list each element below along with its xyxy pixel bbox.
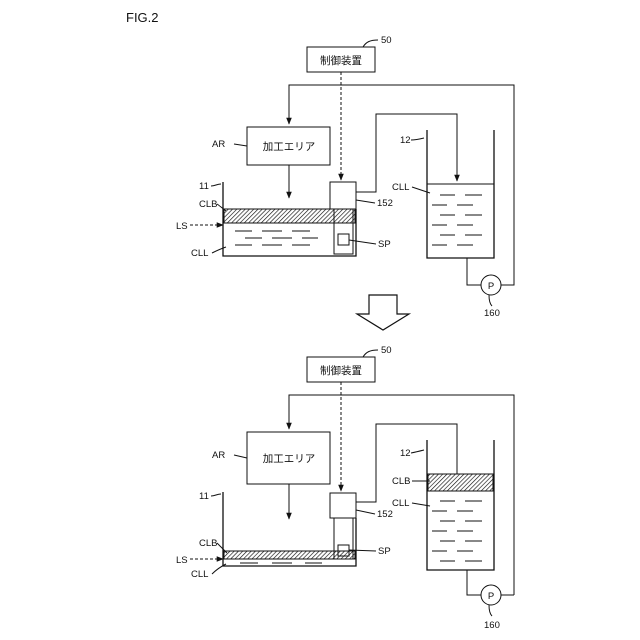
controller-label-2: 制御装置 <box>320 364 362 377</box>
sensor-ref-2: 152 <box>377 509 393 520</box>
ls-label: LS <box>176 221 188 232</box>
pump-leader-2 <box>489 605 492 616</box>
tank2-liquid <box>432 195 482 245</box>
tank2-clb-layer <box>428 474 493 491</box>
area-leader <box>234 144 247 146</box>
transition-arrow <box>357 295 409 330</box>
area-label-2: 加工エリア <box>263 453 316 465</box>
area-label: 加工エリア <box>263 141 316 153</box>
cll-leader <box>212 247 226 253</box>
tank2-cll-label-2: CLL <box>392 498 409 509</box>
pump-outlet <box>501 280 514 285</box>
tank2-clb-label: CLB <box>392 476 410 487</box>
tank2-liquid-2 <box>432 501 482 561</box>
control-line-2 <box>289 395 514 595</box>
tank1-ref-2: 11 <box>199 491 209 502</box>
tank2-ref-2: 12 <box>400 448 411 459</box>
clb-leader-2 <box>217 543 227 553</box>
sensor-leader <box>356 200 375 203</box>
tank1-ref: 11 <box>199 181 209 192</box>
figure-label: FIG.2 <box>126 10 159 25</box>
tank2-leader <box>411 138 424 140</box>
pump-inlet-2 <box>467 570 481 595</box>
pump-ref-2: 160 <box>484 620 500 631</box>
sp-label: SP <box>378 239 391 250</box>
clb-leader <box>217 204 226 211</box>
cll-leader-2 <box>212 564 226 574</box>
sensor-leader-2 <box>356 510 375 514</box>
pump-leader <box>489 295 492 306</box>
controller-ref-2: 50 <box>381 345 392 356</box>
cll-liquid <box>235 231 318 245</box>
tank2-leader-2 <box>411 450 424 453</box>
cll-label: CLL <box>191 248 208 259</box>
sensor-box <box>330 182 356 209</box>
tank1-leader <box>211 184 221 186</box>
tank2 <box>427 130 494 258</box>
tank2-ref: 12 <box>400 135 411 146</box>
pump-label-2: P <box>488 591 494 602</box>
sp-box <box>338 234 349 245</box>
sp-label-2: SP <box>378 546 391 557</box>
tank1-leader-2 <box>211 494 221 496</box>
controller-ref: 50 <box>381 35 392 46</box>
pump-inlet <box>467 258 481 285</box>
clb-layer-2 <box>224 551 355 559</box>
controller-label: 制御装置 <box>320 54 362 67</box>
cll-label-2: CLL <box>191 569 208 580</box>
clb-layer <box>224 209 355 223</box>
controller-leader <box>363 40 378 47</box>
sensor-ref: 152 <box>377 198 393 209</box>
clb-label: CLB <box>199 199 217 210</box>
pump-label: P <box>488 281 494 292</box>
state-after: 制御装置 50 加工エリア AR 11 CLB LS CLL 152 SP <box>176 345 514 631</box>
area-ref: AR <box>212 139 225 150</box>
sensor-box-2 <box>330 493 356 518</box>
area-ref-2: AR <box>212 450 225 461</box>
ls-label-2: LS <box>176 555 188 566</box>
supply-pipe <box>356 114 457 192</box>
tank2-cll-label: CLL <box>392 182 409 193</box>
controller-leader-2 <box>363 350 378 357</box>
clb-label-2: CLB <box>199 538 217 549</box>
area-leader-2 <box>234 455 247 458</box>
state-before: 制御装置 50 加工エリア AR 11 CLB LS CLL <box>176 35 514 319</box>
pump-ref: 160 <box>484 308 500 319</box>
